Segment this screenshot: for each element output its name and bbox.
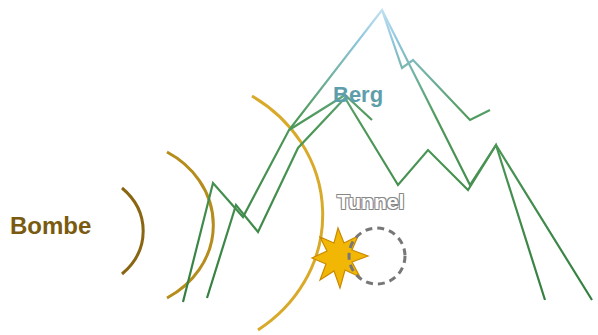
tunnel-circle: Tunnel [347, 226, 407, 286]
mountain-outline [183, 10, 592, 302]
mountain-label: Berg [333, 82, 383, 108]
bomb-label: Bombe [10, 212, 91, 240]
mountain-ridge [382, 10, 490, 120]
mountain-outline [207, 98, 545, 300]
tunnel-label: Tunnel [337, 190, 404, 214]
dashed-circle [347, 226, 407, 286]
shock-wave [122, 188, 143, 274]
